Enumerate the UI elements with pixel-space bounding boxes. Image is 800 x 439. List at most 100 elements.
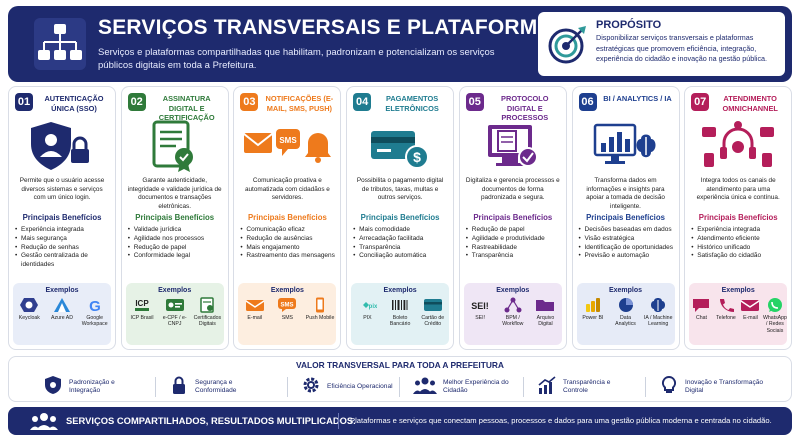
benefit-item: Agilidade nos processos [128,235,224,244]
benefit-item: Mais comodidade [353,226,449,235]
examples-title: Exemplos [496,287,530,294]
purpose-text: Disponibilizar serviços transversais e p… [596,33,768,63]
users-group-icon [30,413,58,430]
example-label: Telefone [716,315,736,321]
example-item: Keycloak [13,297,46,328]
card-header: 01 AUTENTICAÇÃO ÚNICA (SSO) [15,93,111,119]
padlock-icon [169,375,195,400]
card-description: Digitaliza e gerencia processos e docume… [465,177,560,202]
card-dollar-icon: $ [347,119,453,175]
benefit-item: Histórico unificado [691,244,787,253]
example-item: E-mail [238,297,271,321]
example-label: Power BI [582,315,604,321]
examples-title: Exemplos [270,287,304,294]
value-item: Inovação e Transformação Digital [659,374,771,400]
purpose-box: PROPÓSITO Disponibilizar serviços transv… [538,12,785,76]
footer-title: SERVIÇOS COMPARTILHADOS, RESULTADOS MULT… [66,415,356,426]
barcode-icon [384,297,417,313]
value-item: Segurança e Conformidade [169,374,267,400]
value-label: Melhor Experiência do Cidadão [443,378,509,395]
footer-text: Plataformas e serviços que conectam pess… [350,416,772,425]
value-label: Inovação e Transformação Digital [685,378,764,395]
card-title: ASSINATURA DIGITAL E CERTIFICAÇÃO [158,94,215,122]
card-number: 06 [578,93,597,111]
example-label: SMS [281,315,294,321]
benefit-item: Rastreamento das mensagens [240,252,336,261]
phone-icon [714,297,739,313]
card-number: 05 [465,93,484,111]
service-card: 03 NOTIFICAÇÕES (E-MAIL, SMS, PUSH) SMS … [233,86,342,350]
example-label: Azure AD [51,315,73,321]
example-label: Boleto Bancário [389,315,411,328]
examples-list: pix PIX Boleto Bancário Cartão de Crédit… [351,297,449,328]
value-label: Segurança e Conformidade [195,378,237,395]
examples-title: Exemplos [608,287,643,294]
benefits-list: Mais comodidadeArrecadação facilitadaTra… [353,226,449,261]
example-item: Push Mobile [304,297,337,321]
value-divider [399,377,400,397]
value-item: Melhor Experiência do Cidadão [413,374,515,400]
example-item: SMS SMS [271,297,304,321]
card-title: NOTIFICAÇÕES (E-MAIL, SMS, PUSH) [265,94,334,113]
value-item: Eficiência Operacional [301,374,399,400]
examples-title: Exemplos [721,287,755,294]
benefit-item: Conciliação automática [353,252,449,261]
example-label: SEI! [475,315,486,321]
workflow-icon [496,297,529,313]
icp-brasil-icon: ICP [126,297,159,313]
example-item: Boleto Bancário [384,297,417,328]
benefit-item: Mais segurança [15,235,111,244]
benefit-item: Atendimento eficiente [691,235,787,244]
powerbi-icon [577,297,610,313]
svg-text:G: G [89,298,101,313]
card-number: 01 [15,93,33,111]
card-header: 04 PAGAMENTOS ELETRÔNICOS [353,93,449,119]
chat-icon [689,297,714,313]
benefit-item: Gestão centralizada de identidades [15,252,111,270]
brain-icon [642,297,675,313]
card-header: 05 PROTOCOLO DIGITAL E PROCESSOS [465,93,562,122]
examples-title: Exemplos [158,287,192,294]
card-title: AUTENTICAÇÃO ÚNICA (SSO) [44,94,104,113]
footer-banner: SERVIÇOS COMPARTILHADOS, RESULTADOS MULT… [8,407,792,435]
folder-icon [529,297,562,313]
benefits-title: Principais Benefícios [360,213,440,222]
benefits-list: Experiência integradaMais segurançaReduç… [15,226,111,270]
card-description: Comunicação proativa e automatizada com … [244,177,330,202]
benefit-item: Visão estratégica [579,235,675,244]
benefit-item: Conformidade legal [128,252,224,261]
benefit-item: Experiência integrada [15,226,111,235]
card-description: Permite que o usuário acesse diversos si… [19,177,105,202]
email-icon [238,297,271,313]
example-label: Push Mobile [305,315,335,321]
pie-chart-icon [609,297,642,313]
benefits-title: Principais Benefícios [247,213,327,222]
example-item: Chat [689,297,714,334]
mobile-icon [304,297,337,313]
example-label: Cartão de Crédito [421,315,445,328]
example-item: e-CPF / e-CNPJ [158,297,191,328]
analytics-brain-icon [573,119,679,175]
example-item: E-mail [738,297,763,334]
example-item: SEI! SEI! [464,297,497,328]
benefit-item: Redução de papel [128,244,224,253]
svg-text:SEI!: SEI! [471,301,489,311]
gear-icon [301,375,327,400]
card-description: Possibilita o pagamento digital de tribu… [356,177,444,202]
email-icon [738,297,763,313]
example-item: Certificados Digitais [191,297,224,328]
value-bar: VALOR TRANSVERSAL PARA TODA A PREFEITURA… [8,356,792,402]
sei-icon: SEI! [464,297,497,313]
examples-list: E-mail SMS SMS Push Mobile [238,297,336,321]
card-header: 03 NOTIFICAÇÕES (E-MAIL, SMS, PUSH) [240,93,336,119]
examples-box: Exemplos E-mail SMS SMS Push Mobile [238,283,337,345]
svg-text:$: $ [413,149,421,165]
network-hierarchy-icon [34,18,86,70]
benefit-item: Mais engajamento [240,244,336,253]
benefit-item: Comunicação eficaz [240,226,336,235]
svg-text:pix: pix [369,304,377,310]
examples-list: SEI! SEI! BPM / Workflow Arquivo Digital [464,297,562,328]
benefits-list: Redução de papelAgilidade e produtividad… [466,226,562,261]
lightbulb-icon [659,375,685,400]
benefits-list: Validade jurídicaAgilidade nos processos… [128,226,224,261]
